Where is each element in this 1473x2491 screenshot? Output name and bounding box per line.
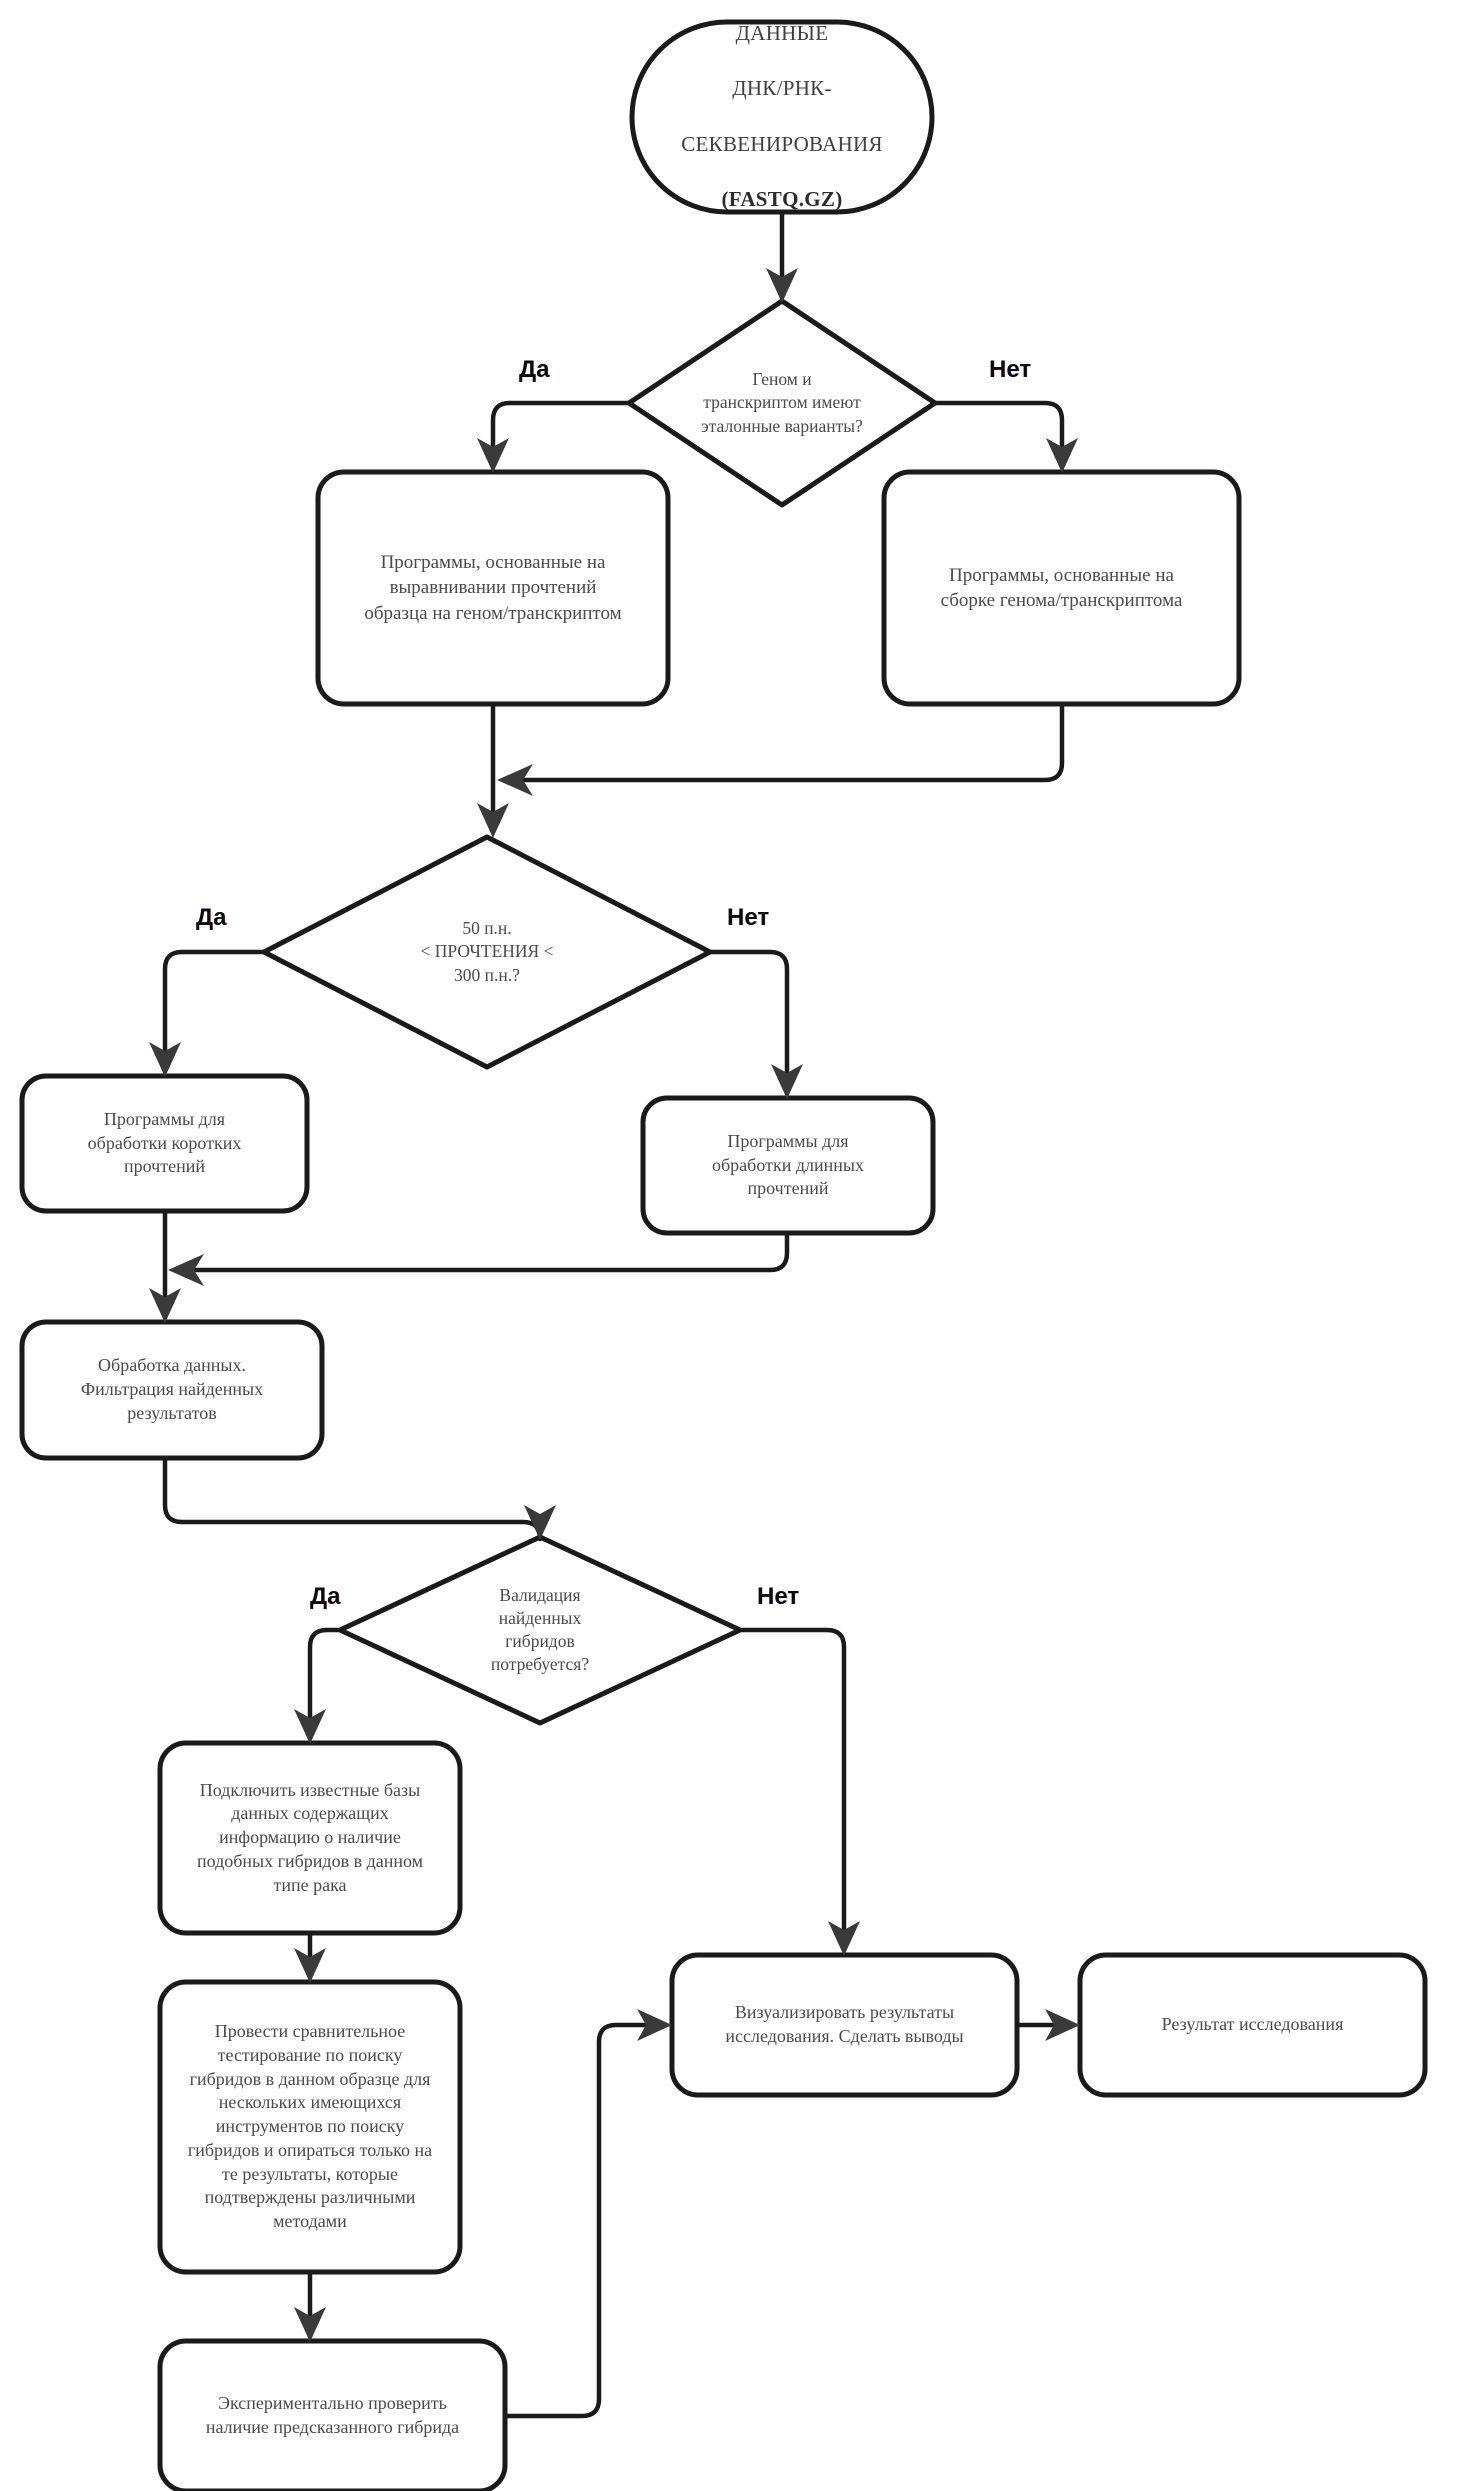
edge-decision-readlength-no xyxy=(710,949,790,1080)
arrowhead-decision-readlength-no xyxy=(771,1064,803,1099)
node-decision-readlength-shape xyxy=(261,834,713,1070)
arrowhead-visualize-to-research-result xyxy=(1045,2009,1080,2041)
node-data-processing-shape xyxy=(19,1319,325,1461)
arrowhead-long-reads-to-merge xyxy=(168,1254,204,1286)
arrowhead-decision-reference-no xyxy=(1046,438,1078,473)
edge-decision-validation-no xyxy=(740,1627,847,1937)
edge-data-processing-to-decision-validation xyxy=(162,1458,543,1542)
node-decision-reference-shape xyxy=(626,298,938,508)
edge-decision-reference-no xyxy=(935,400,1065,455)
arrowhead-merge-to-decision-readlength xyxy=(477,803,509,838)
node-assembly-based-shape xyxy=(881,469,1242,707)
arrowhead-experimental-to-visualize xyxy=(637,2009,672,2041)
node-alignment-based-shape xyxy=(315,469,671,707)
edge-label-readlength-no: Нет xyxy=(727,904,770,931)
edge-assembly-to-merge xyxy=(520,704,1065,783)
node-decision-validation-shape xyxy=(337,1534,743,1726)
edge-decision-reference-yes xyxy=(490,400,629,455)
node-comparative-testing-shape xyxy=(157,1979,463,2275)
node-visualize-results-shape xyxy=(669,1952,1020,2098)
node-research-result-shape xyxy=(1077,1952,1428,2098)
node-short-reads-shape xyxy=(19,1073,310,1214)
edge-label-reference-no: Нет xyxy=(989,356,1032,383)
edge-decision-readlength-yes xyxy=(162,949,264,1058)
node-long-reads-shape xyxy=(640,1095,936,1236)
arrowhead-comparative-to-experimental xyxy=(294,2307,326,2342)
node-experimental-check-shape xyxy=(157,2338,508,2491)
node-start-shape xyxy=(629,19,935,215)
arrowhead-decision-validation-yes xyxy=(294,1709,326,1744)
arrowhead-data-processing-to-decision-validation xyxy=(524,1505,556,1540)
edge-experimental-to-visualize xyxy=(505,2022,652,2419)
edge-label-reference-yes: Да xyxy=(519,356,550,383)
arrowhead-decision-validation-no xyxy=(828,1921,860,1956)
arrowhead-assembly-to-merge xyxy=(497,764,533,796)
edge-label-readlength-yes: Да xyxy=(196,904,227,931)
edge-long-reads-to-merge xyxy=(190,1233,790,1273)
edge-decision-validation-yes xyxy=(307,1627,340,1725)
edge-label-validation-no: Нет xyxy=(757,1583,800,1610)
arrowhead-decision-readlength-yes xyxy=(149,1042,181,1077)
arrowhead-merge-to-data-processing xyxy=(149,1288,181,1323)
node-connect-databases-shape xyxy=(157,1740,463,1936)
edge-label-validation-yes: Да xyxy=(310,1583,341,1610)
arrowhead-start-to-decision-reference xyxy=(766,268,798,303)
arrowhead-connect-databases-to-comparative xyxy=(294,1948,326,1983)
arrowhead-decision-reference-yes xyxy=(477,438,509,473)
